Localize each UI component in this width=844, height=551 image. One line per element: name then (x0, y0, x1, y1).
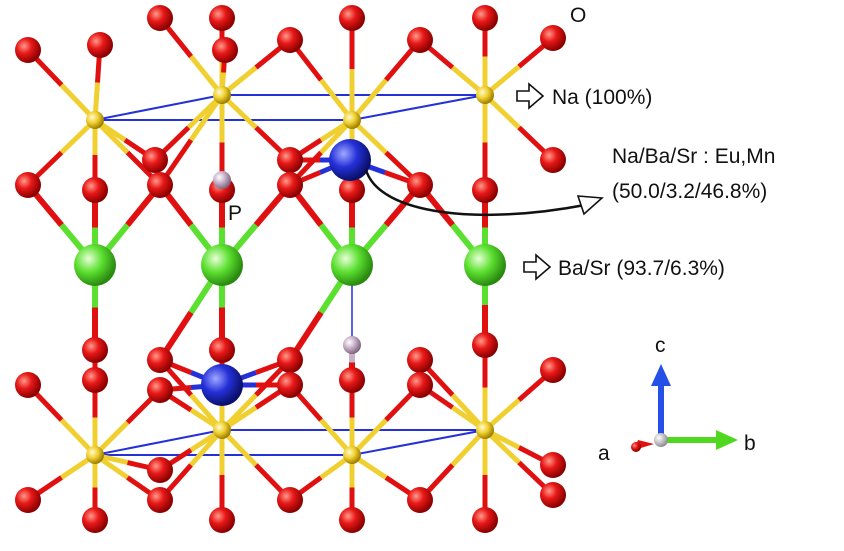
ba-sr-atom (331, 244, 373, 286)
axis-b-arrowhead (716, 430, 738, 450)
oxygen-atom (82, 367, 108, 393)
sodium-atom (476, 421, 494, 439)
label-phosphorus: P (228, 202, 242, 225)
polyhedron-edge (94, 429, 486, 456)
mixed-site-atom (329, 139, 371, 181)
phosphorus-atom (343, 336, 361, 354)
oxygen-atom (15, 37, 41, 63)
oxygen-atom (540, 452, 566, 478)
sodium-atom (213, 421, 231, 439)
oxygen-atom (540, 25, 566, 51)
oxygen-atom (82, 337, 108, 363)
oxygen-atom (147, 347, 173, 373)
label-basr-site: Ba/Sr (93.7/6.3%) (558, 257, 725, 280)
curved-arrow-mixed-site (364, 169, 604, 217)
label-mixed-site-fractions: (50.0/3.2/46.8%) (612, 180, 767, 203)
oxygen-atom (82, 507, 108, 533)
bond (188, 93, 225, 142)
oxygen-atom (277, 487, 303, 513)
oxygen-atom (407, 172, 433, 198)
polyhedron-edge (94, 94, 486, 121)
oxygen-atom (339, 507, 365, 533)
oxygen-atom (87, 32, 113, 58)
oxygen-atom (472, 177, 498, 203)
ba-sr-atom (74, 244, 116, 286)
oxygen-atom (147, 5, 173, 31)
axis-origin (654, 433, 668, 447)
mixed-site-atom (201, 364, 243, 406)
arrow-na (516, 82, 545, 110)
ba-sr-atom (201, 244, 243, 286)
oxygen-atom (82, 177, 108, 203)
atoms (15, 5, 566, 533)
oxygen-atom (209, 507, 235, 533)
oxygen-atom (15, 372, 41, 398)
oxygen-atom (209, 5, 235, 31)
oxygen-atom (277, 172, 303, 198)
oxygen-atom (142, 147, 168, 173)
oxygen-atom (472, 332, 498, 358)
oxygen-atom (277, 347, 303, 373)
oxygen-atom (147, 377, 173, 403)
sodium-atom (213, 86, 231, 104)
axis-a-label: a (598, 442, 610, 465)
label-na-site: Na (100%) (552, 86, 652, 109)
oxygen-atom (147, 487, 173, 513)
oxygen-atom (540, 482, 566, 508)
oxygen-atom (277, 147, 303, 173)
oxygen-atom (540, 357, 566, 383)
sodium-atom (343, 446, 361, 464)
sodium-atom (86, 446, 104, 464)
oxygen-atom (339, 367, 365, 393)
sodium-atom (343, 111, 361, 129)
oxygen-atom (339, 5, 365, 31)
oxygen-atom (472, 5, 498, 31)
oxygen-atom (277, 372, 303, 398)
axis-b-label: b (744, 432, 756, 455)
oxygen-atom (407, 347, 433, 373)
oxygen-atom (277, 27, 303, 53)
oxygen-atom (15, 487, 41, 513)
arrow-basr (523, 253, 552, 281)
oxygen-atom (212, 37, 238, 63)
oxygen-atom (407, 27, 433, 53)
label-mixed-site: Na/Ba/Sr : Eu,Mn (612, 145, 775, 168)
oxygen-atom (209, 337, 235, 363)
axis-c-arrowhead (651, 364, 671, 386)
phosphorus-atom (213, 171, 231, 189)
oxygen-atom (407, 487, 433, 513)
sodium-atom (86, 111, 104, 129)
oxygen-atom (407, 372, 433, 398)
sodium-atom (476, 86, 494, 104)
oxygen-atom (540, 147, 566, 173)
axis-indicator (631, 364, 738, 452)
oxygen-atom (15, 172, 41, 198)
label-oxygen: O (570, 4, 586, 27)
ba-sr-atom (464, 244, 506, 286)
oxygen-atom (339, 177, 365, 203)
oxygen-atom (147, 172, 173, 198)
axis-c-label: c (655, 334, 666, 357)
oxygen-atom (147, 457, 173, 483)
oxygen-atom (472, 507, 498, 533)
